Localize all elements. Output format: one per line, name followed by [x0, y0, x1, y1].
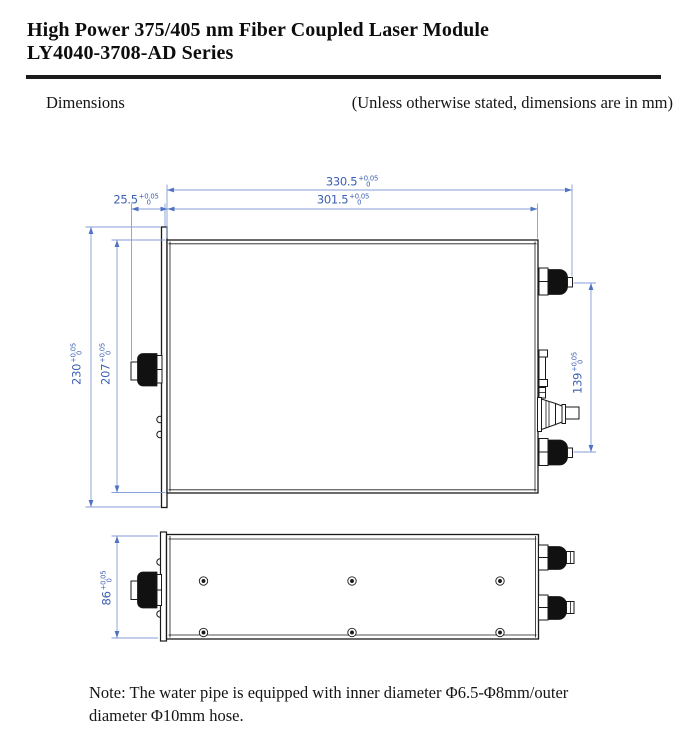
- footnote-line2: diameter Φ10mm hose.: [89, 706, 244, 725]
- module-housing: [165, 533, 540, 640]
- title-underline: [26, 75, 661, 79]
- dimension-arrows: [88, 187, 594, 638]
- water-fitting-top-right: [538, 544, 575, 571]
- side-view: [130, 531, 575, 642]
- footnote: Note: The water pipe is equipped with in…: [89, 681, 568, 727]
- units-note: (Unless otherwise stated, dimensions are…: [351, 93, 673, 112]
- water-fitting-top-right: [538, 267, 573, 296]
- water-fitting-left: [130, 571, 162, 609]
- water-fitting-bottom-right: [538, 594, 575, 621]
- section-label: Dimensions: [46, 93, 125, 112]
- water-fitting-left: [130, 353, 163, 387]
- page-title-line2: LY4040-3708-AD Series: [27, 42, 234, 64]
- dimension-lines: [85, 184, 596, 639]
- top-view: [130, 226, 580, 509]
- housing-seams: [168, 241, 537, 492]
- page-title: High Power 375/405 nm Fiber Coupled Lase…: [27, 19, 489, 65]
- fiber-output-connector: [537, 397, 580, 432]
- module-housing: [166, 239, 539, 494]
- dsub-connector: [538, 349, 548, 399]
- screw-holes: [198, 576, 505, 638]
- page-title-line1: High Power 375/405 nm Fiber Coupled Lase…: [27, 19, 490, 41]
- water-fitting-bottom-right: [538, 438, 573, 466]
- footnote-line1: Note: The water pipe is equipped with in…: [89, 683, 569, 702]
